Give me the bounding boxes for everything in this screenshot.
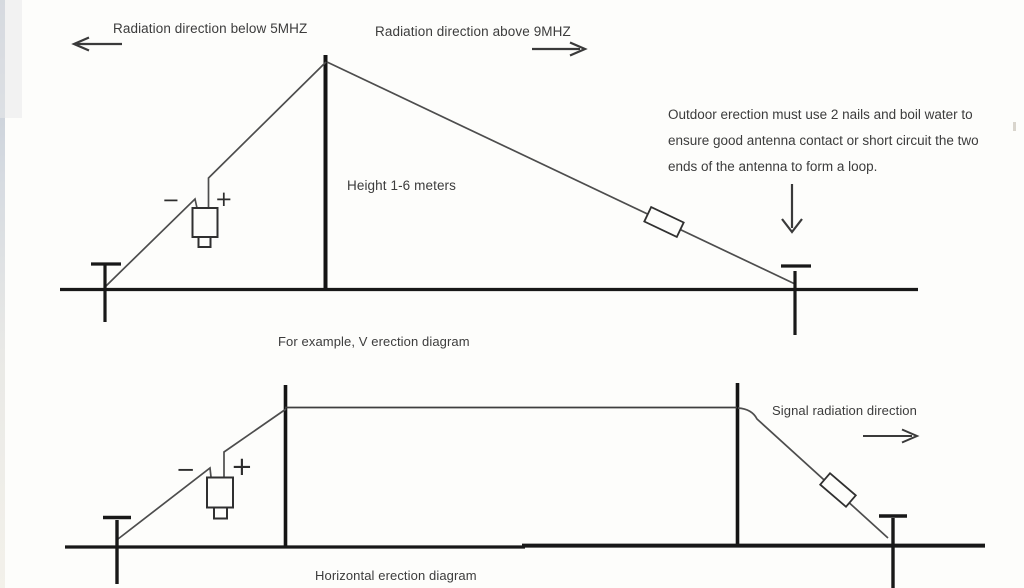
v-diagram-caption: For example, V erection diagram — [278, 334, 470, 349]
insulator-box-bottom — [818, 471, 858, 509]
ground-stake-right — [781, 264, 811, 335]
note-line: ends of the antenna to form a loop. — [668, 159, 878, 174]
balun-minus-label: − — [162, 188, 180, 212]
signal-arrow-icon — [863, 428, 920, 444]
balun-plus-label: + — [215, 187, 233, 211]
antenna-wire-right — [326, 61, 796, 285]
insulator-box — [643, 205, 685, 239]
balun-box — [191, 207, 219, 248]
left-edge-shadow — [0, 0, 5, 588]
antenna-wire-left — [105, 61, 327, 287]
horizontal-diagram-caption: Horizontal erection diagram — [315, 568, 477, 583]
left-arrow-icon — [71, 36, 122, 52]
balun-box-bottom — [206, 476, 234, 520]
ground-stake-left — [91, 262, 121, 322]
antenna-wire-left-bottom — [117, 408, 287, 540]
antenna-wire-right-bottom — [737, 407, 889, 539]
radiation-above-label: Radiation direction above 9MHZ — [375, 24, 571, 39]
down-arrow-icon — [781, 184, 803, 234]
balun-minus-label-bottom: − — [176, 457, 196, 483]
signal-direction-label: Signal radiation direction — [772, 403, 917, 418]
ground-stake-right-bottom — [879, 514, 907, 588]
radiation-below-label: Radiation direction below 5MHZ — [113, 21, 308, 36]
scan-artifact — [1013, 122, 1016, 131]
top-left-tint — [0, 0, 22, 118]
note-line: ensure good antenna contact or short cir… — [668, 133, 979, 148]
ground-stake-left-bottom — [103, 515, 131, 584]
balun-plus-label-bottom: + — [231, 452, 253, 482]
right-arrow-icon — [532, 41, 588, 57]
note-line: Outdoor erection must use 2 nails and bo… — [668, 107, 973, 122]
height-label: Height 1-6 meters — [347, 178, 456, 193]
outdoor-erection-note: Outdoor erection must use 2 nails and bo… — [668, 102, 979, 180]
